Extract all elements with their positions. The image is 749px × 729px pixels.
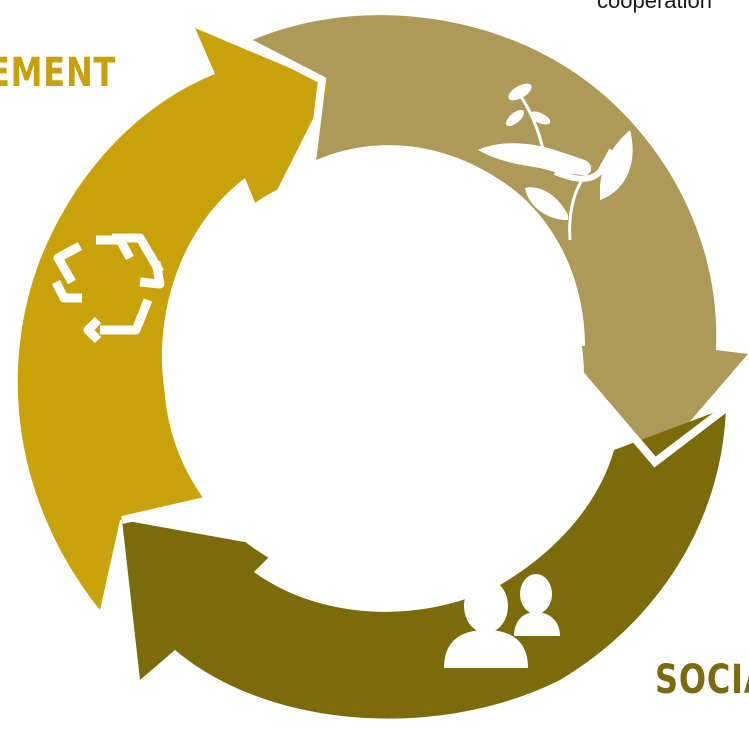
- users-icon: [444, 574, 560, 668]
- plant-in-hand-icon: [478, 83, 633, 241]
- bottom-arrow: [122, 408, 726, 719]
- recycle-icon: [51, 233, 165, 344]
- top-arrow: [248, 15, 748, 463]
- left-arrow: [17, 28, 331, 610]
- left-label: EMENT: [0, 50, 117, 96]
- center-hole: [164, 166, 584, 586]
- bottom-right-label: SOCIA: [655, 657, 749, 703]
